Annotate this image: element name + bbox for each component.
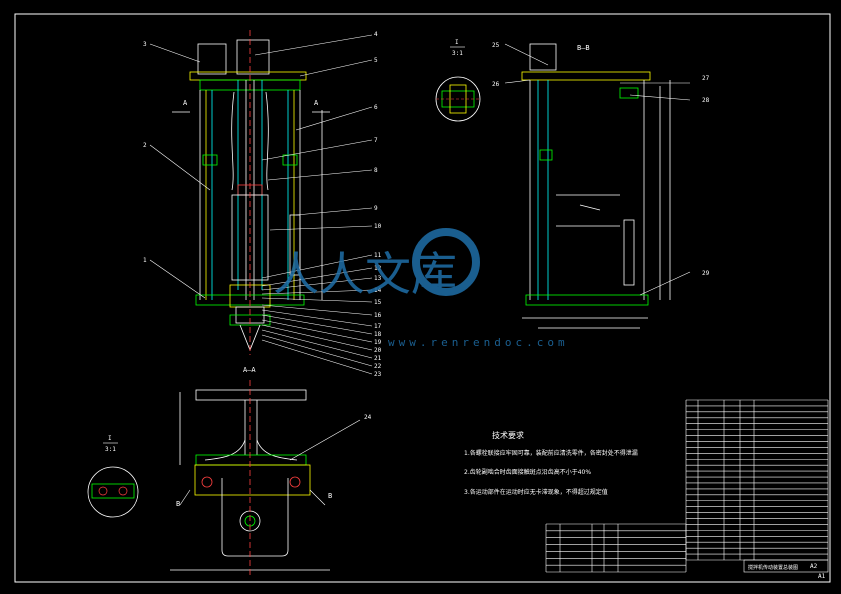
leader-numbers-right: 4 5 6 7 8 9 10 11 12 13 14 15 16 17 18 1… — [374, 31, 382, 378]
leader-label: 4 — [374, 31, 378, 38]
leader-label: 21 — [374, 355, 382, 362]
leader-label: 3 — [143, 41, 147, 48]
title-block: 搅拌机传动装置总装图 A2 A1 — [743, 559, 829, 580]
detail-i-top: I 3:1 — [435, 39, 481, 122]
tech-requirements-title: 技术要求 — [492, 430, 524, 440]
leader-label: 29 — [702, 270, 710, 277]
leader-lines-front — [149, 34, 373, 375]
detail-scale: 3:1 — [452, 50, 463, 57]
leader-label: 19 — [374, 339, 382, 346]
section-a-marker: A — [183, 99, 188, 107]
leader-label: 10 — [374, 223, 382, 230]
section-a-title: A—A — [243, 366, 256, 374]
section-b-labels: B—B 25 26 27 28 29 — [492, 42, 710, 277]
sheet-label: A2 — [810, 563, 818, 570]
leader-label: 13 — [374, 275, 382, 282]
detail-i-bottom: I 3:1 — [87, 435, 139, 518]
leader-label: 11 — [374, 252, 382, 259]
detail-scale: 3:1 — [105, 446, 116, 453]
leader-label: 17 — [374, 323, 382, 330]
leader-label: 25 — [492, 42, 500, 49]
leader-label: 20 — [374, 347, 382, 354]
tech-requirement-item: 3.各运动部件在运动时应无卡滞现象，不得超过规定值 — [464, 488, 608, 496]
section-b-view — [504, 43, 691, 329]
leader-label: 8 — [374, 167, 378, 174]
section-a-marker: A — [314, 99, 319, 107]
leader-label: 28 — [702, 97, 710, 104]
leader-label: 18 — [374, 331, 382, 338]
leader-label: 12 — [374, 265, 382, 272]
parts-list-bottom — [545, 523, 687, 573]
section-b-marker: B — [176, 500, 180, 508]
leader-label: 6 — [374, 104, 378, 111]
leader-label: 27 — [702, 75, 710, 82]
parts-list — [685, 399, 829, 561]
watermark-url: www.renrendoc.com — [388, 336, 569, 349]
tech-requirement-item: 2.齿轮副啮合时齿面接触斑点沿齿高不小于40% — [464, 468, 591, 476]
leader-label: 1 — [143, 257, 147, 264]
scale-label: A1 — [818, 573, 826, 580]
top-stub-left — [197, 43, 227, 75]
detail-label: I — [108, 435, 112, 442]
top-plate — [189, 71, 307, 81]
leader-label: 9 — [374, 205, 378, 212]
tech-requirements: 技术要求 1.各螺栓联接应牢固可靠，装配前应清洗零件，各密封处不得泄漏 2.齿轮… — [464, 430, 638, 496]
section-a-view — [170, 380, 361, 575]
section-b-marker: B — [328, 492, 332, 500]
leader-numbers-left: 3 2 1 — [143, 41, 147, 264]
leader-label: 2 — [143, 142, 147, 149]
front-view — [172, 30, 330, 355]
section-a-labels: A—A 24 B B — [176, 366, 372, 508]
drawing-name: 搅拌机传动装置总装图 — [748, 564, 798, 571]
leader-label: 5 — [374, 57, 378, 64]
watermark: 人人文库 www.renrendoc.com — [273, 228, 569, 349]
top-stub-right — [236, 39, 270, 75]
leader-label: 26 — [492, 81, 500, 88]
tech-requirement-item: 1.各螺栓联接应牢固可靠，装配前应清洗零件，各密封处不得泄漏 — [464, 449, 638, 457]
section-b-title: B—B — [577, 44, 590, 52]
sheet-border — [14, 13, 831, 583]
leader-label: 16 — [374, 312, 382, 319]
leader-label: 22 — [374, 363, 382, 370]
leader-label: 23 — [374, 371, 382, 378]
leader-label: 15 — [374, 299, 382, 306]
leader-label: 14 — [374, 287, 382, 294]
detail-label: I — [455, 39, 459, 46]
watermark-brand: 人人文库 — [273, 247, 457, 301]
leader-label: 7 — [374, 137, 378, 144]
leader-label: 24 — [364, 414, 372, 421]
